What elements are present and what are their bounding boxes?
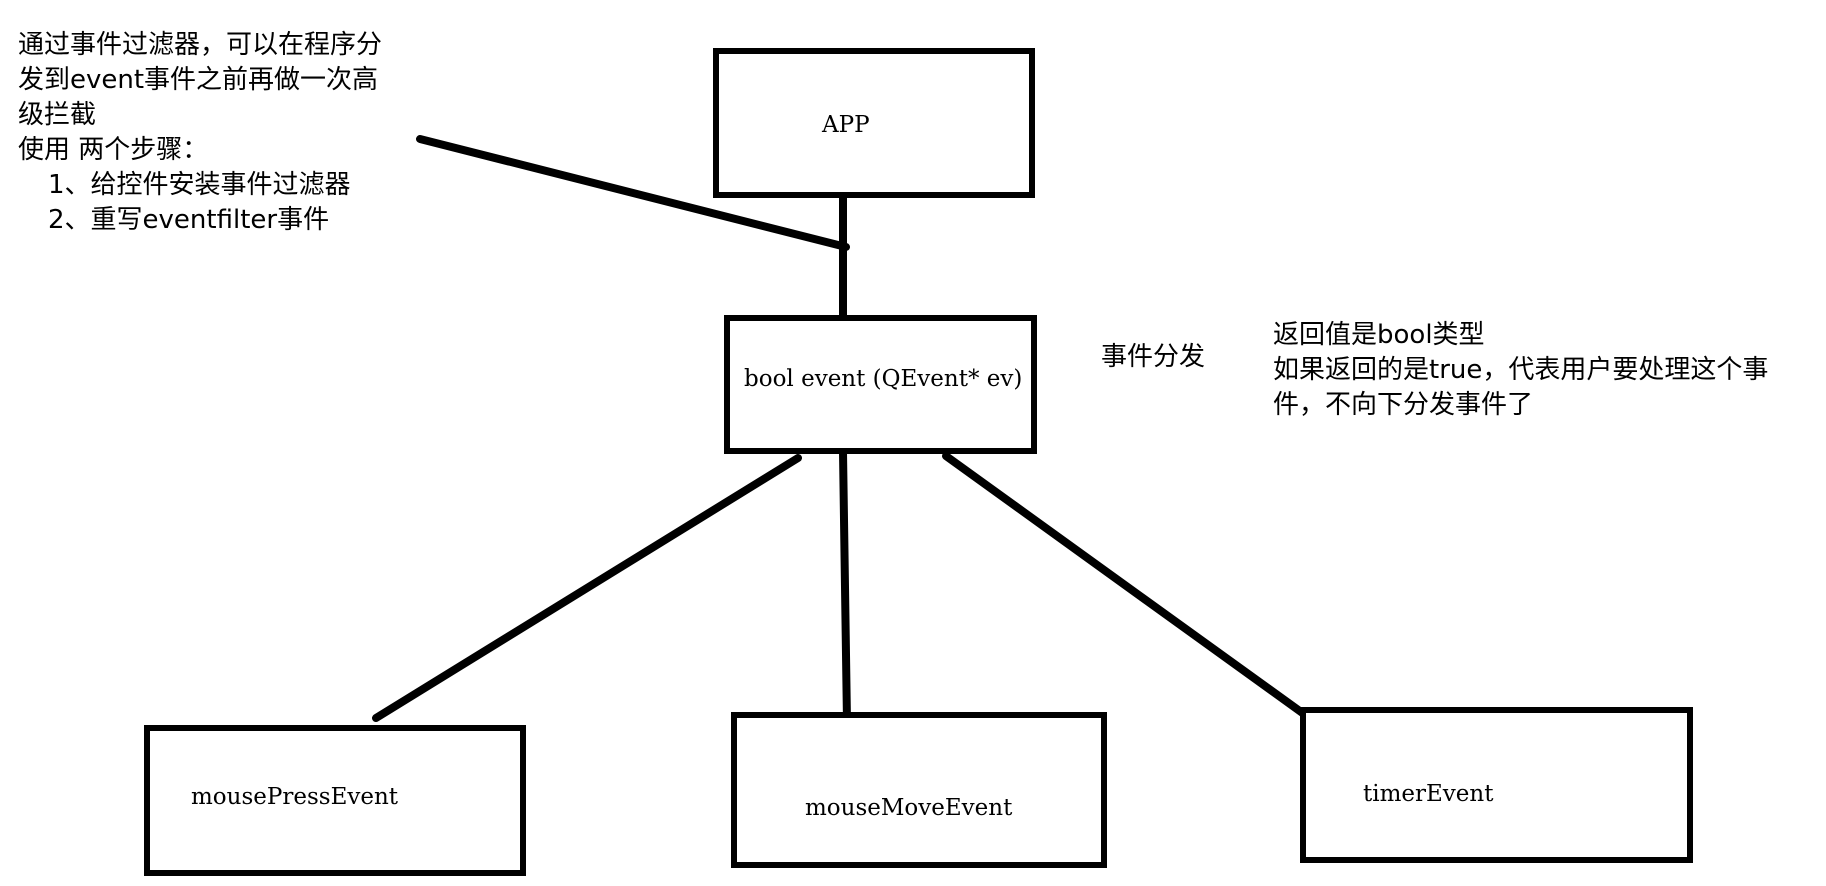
connector-dispatcher-to-mouse-press	[372, 454, 802, 722]
mouse-press-event-label: mousePressEvent	[191, 784, 399, 810]
event-dispatcher-box	[724, 315, 1037, 454]
mouse-move-event-label: mouseMoveEvent	[805, 795, 1013, 821]
note-line: 如果返回的是true，代表用户要处理这个事	[1273, 355, 1769, 385]
connector-filter-note-pointer	[416, 135, 850, 251]
note-line: 级拦截	[18, 100, 97, 130]
event-dispatch-label: 事件分发	[1101, 342, 1206, 372]
timer-event-box	[1300, 707, 1693, 863]
mouse-move-event-box	[731, 712, 1107, 868]
note-line: 发到event事件之前再做一次高	[18, 65, 379, 95]
connector-dispatcher-to-mouse-move	[839, 448, 851, 726]
event-filter-note: 通过事件过滤器，可以在程序分 发到event事件之前再做一次高 级拦截 使用 两…	[18, 28, 382, 238]
note-line: 返回值是bool类型	[1273, 320, 1485, 350]
note-line: 通过事件过滤器，可以在程序分	[18, 30, 383, 60]
note-line: 件，不向下分发事件了	[1273, 390, 1534, 420]
note-line: 使用 两个步骤：	[18, 135, 209, 165]
app-label: APP	[822, 112, 870, 138]
mouse-press-event-box	[144, 725, 526, 876]
event-dispatcher-label: bool event (QEvent* ev)	[744, 366, 1023, 392]
timer-event-label: timerEvent	[1363, 781, 1494, 807]
note-line: 1、给控件安装事件过滤器	[48, 170, 351, 200]
connector-dispatcher-to-timer	[942, 452, 1312, 721]
app-box	[713, 48, 1035, 198]
return-value-note: 返回值是bool类型 如果返回的是true，代表用户要处理这个事 件，不向下分发…	[1273, 318, 1768, 423]
note-line: 2、重写eventfilter事件	[48, 205, 330, 235]
